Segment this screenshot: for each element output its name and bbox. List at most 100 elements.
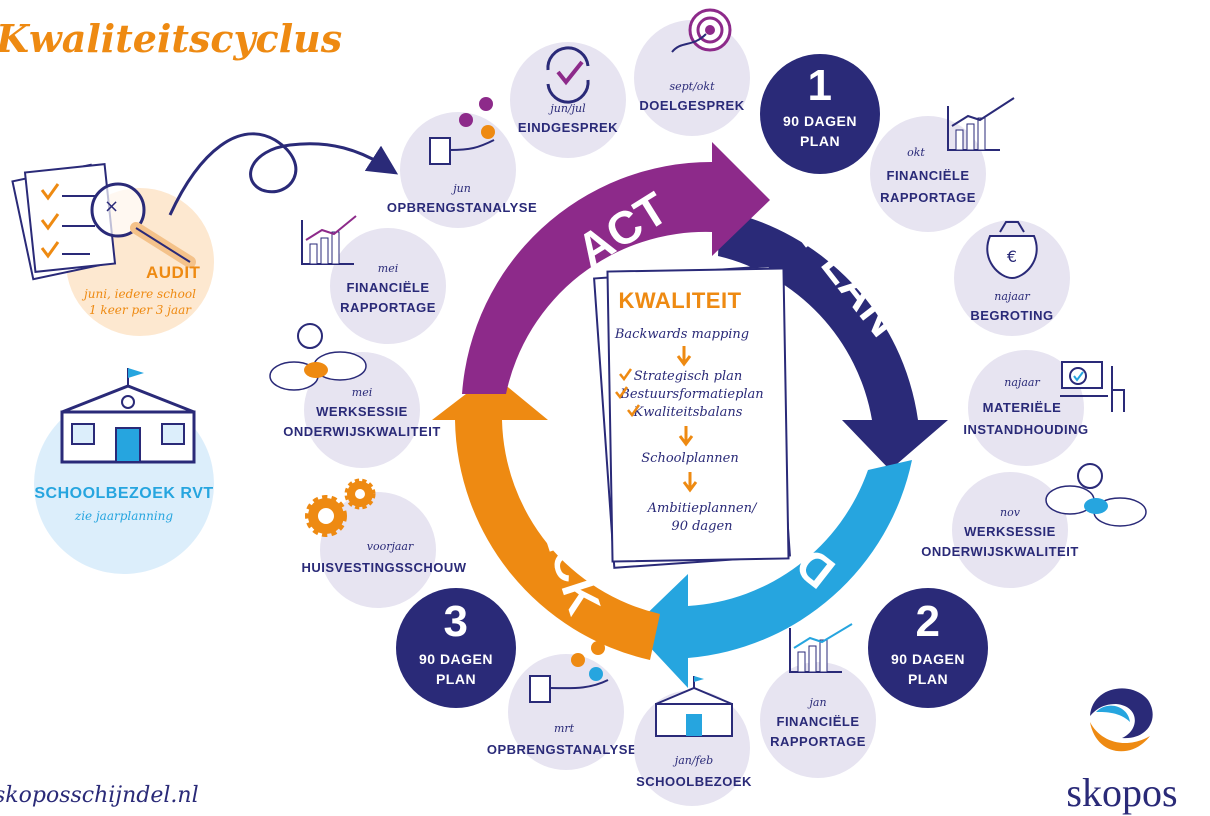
werksessie-nov-label1: WERKSESSIE [964, 524, 1056, 539]
doc-line-3: Kwaliteitsbalans [633, 405, 743, 420]
audit-icon: × [11, 162, 196, 281]
fin-okt-label2: RAPPORTAGE [880, 190, 976, 205]
brand-name: skopos [1066, 770, 1177, 815]
materiele-label2: INSTANDHOUDING [963, 422, 1088, 437]
werksessie-mei-label1: WERKSESSIE [316, 404, 408, 419]
node-doelgesprek: sept/okt DOELGESPREK [634, 8, 750, 136]
audit-arrow [168, 132, 399, 216]
act-arrow [462, 142, 770, 394]
node-opbrengst-jun: jun OPBRENGSTANALYSE [387, 97, 537, 228]
fin-mei-period: mei [378, 262, 398, 275]
eindgesprek-label: EINDGESPREK [518, 120, 618, 135]
plan-1-line1: 90 DAGEN [783, 113, 857, 129]
begroting-label: BEGROTING [970, 308, 1053, 323]
plan-2: 2 90 DAGEN PLAN [868, 588, 988, 708]
audit-title: AUDIT [146, 263, 201, 282]
school-icon [60, 368, 196, 464]
lightbulb-icon-2 [1045, 463, 1147, 527]
node-opbrengst-mrt: mrt OPBRENGSTANALYSE [487, 641, 637, 770]
svg-text:€: € [1007, 247, 1017, 266]
doc-line-5: Ambitieplannen/ [647, 501, 758, 516]
plan-3: 3 90 DAGEN PLAN [396, 588, 516, 708]
audit-group: × AUDIT juni, iedere school 1 keer per 3… [11, 162, 214, 336]
rvt-group: SCHOOLBEZOEK RVT zie jaarplanning [34, 368, 214, 574]
check-arrow [432, 374, 660, 660]
doc-arrow-0 [676, 346, 692, 367]
rvt-sub: zie jaarplanning [74, 509, 174, 523]
svg-text:×: × [104, 196, 119, 217]
node-schoolbezoek: jan/feb SCHOOLBEZOEK [634, 676, 752, 806]
materiele-period: najaar [1004, 376, 1040, 389]
werksessie-nov-period: nov [1000, 506, 1021, 519]
doc-line-6: 90 dagen [671, 519, 732, 534]
fin-jan-period: jan [806, 696, 826, 709]
fin-mei-label2: RAPPORTAGE [340, 300, 436, 315]
plan-1-num: 1 [808, 61, 833, 110]
doelgesprek-label: DOELGESPREK [639, 98, 744, 113]
bar-chart-icon [301, 215, 357, 265]
doc-line-4: Schoolplannen [641, 451, 738, 466]
website-link[interactable]: skoposschijndel.nl [0, 783, 199, 808]
skopos-logo: skopos [1066, 688, 1178, 815]
doc-line-1: Strategisch plan [634, 369, 743, 384]
fin-okt-label1: FINANCIËLE [887, 168, 970, 183]
plan-3-num: 3 [444, 597, 469, 646]
gears-icon [305, 478, 376, 537]
schoolbezoek-period: jan/feb [672, 754, 713, 767]
schoolbezoek-label: SCHOOLBEZOEK [636, 774, 752, 789]
opbrengst-mrt-period: mrt [554, 722, 575, 735]
opbrengst-mrt-label: OPBRENGSTANALYSE [487, 742, 637, 757]
bar-chart-icon-2 [789, 623, 853, 673]
plan-2-num: 2 [916, 597, 941, 646]
doc-title: KWALITEIT [618, 288, 741, 313]
eindgesprek-period: jun/jul [547, 102, 586, 115]
school-icon-small [655, 676, 733, 737]
plan-3-line1: 90 DAGEN [419, 651, 493, 667]
begroting-period: najaar [994, 290, 1030, 303]
node-eindgesprek: jun/jul EINDGESPREK [510, 42, 626, 158]
node-huisvesting: voorjaar HUISVESTINGSSCHOUW [301, 478, 466, 608]
rvt-title: SCHOOLBEZOEK RVT [34, 485, 213, 502]
doc-arrow-2 [682, 472, 698, 493]
materiele-label1: MATERIËLE [983, 400, 1062, 415]
huisvesting-period: voorjaar [367, 540, 414, 553]
audit-sub1: juni, iedere school [81, 287, 196, 301]
node-werksessie-nov: nov WERKSESSIE ONDERWIJSKWALITEIT [921, 463, 1147, 588]
check-cycle-icon [546, 46, 590, 104]
page-title: Kwaliteitscyclus [0, 16, 342, 61]
plan-2-line1: 90 DAGEN [891, 651, 965, 667]
hand-checks-icon [429, 97, 495, 165]
plan-2-line2: PLAN [908, 671, 948, 687]
desk-icon [1060, 361, 1125, 412]
doc-line-2: Bestuursformatieplan [619, 387, 763, 402]
werksessie-mei-label2: ONDERWIJSKWALITEIT [283, 424, 441, 439]
plan-3-line2: PLAN [436, 671, 476, 687]
check-marks [615, 368, 641, 418]
fin-jan-label1: FINANCIËLE [777, 714, 860, 729]
node-werksessie-mei: mei WERKSESSIE ONDERWIJSKWALITEIT [269, 323, 441, 468]
fin-jan-label2: RAPPORTAGE [770, 734, 866, 749]
audit-sub2: 1 keer per 3 jaar [89, 303, 192, 317]
bar-chart-icon-3 [947, 97, 1015, 151]
werksessie-mei-period: mei [352, 386, 372, 399]
plan-1-line2: PLAN [800, 133, 840, 149]
kwaliteit-document: KWALITEIT Backwards mapping Strategisch … [593, 265, 791, 569]
node-begroting: € najaar BEGROTING [954, 220, 1070, 336]
doelgesprek-period: sept/okt [669, 80, 715, 93]
plan-1: 1 90 DAGEN PLAN [760, 54, 880, 174]
target-icon [671, 8, 732, 53]
doc-line-0: Backwards mapping [614, 327, 749, 342]
huisvesting-label: HUISVESTINGSSCHOUW [301, 560, 466, 575]
do-arrow [632, 460, 912, 688]
opbrengst-jun-period: jun [450, 182, 471, 195]
opbrengst-jun-label: OPBRENGSTANALYSE [387, 200, 537, 215]
node-fin-jan: jan FINANCIËLE RAPPORTAGE [760, 623, 876, 778]
node-fin-mei: mei FINANCIËLE RAPPORTAGE [301, 215, 446, 344]
werksessie-nov-label2: ONDERWIJSKWALITEIT [921, 544, 1079, 559]
node-materiele: najaar MATERIËLE INSTANDHOUDING [963, 350, 1125, 466]
money-bag-icon: € [986, 221, 1038, 280]
node-fin-okt: okt FINANCIËLE RAPPORTAGE [870, 97, 1015, 232]
fin-okt-period: okt [907, 146, 925, 159]
lightbulb-icon [269, 323, 367, 391]
